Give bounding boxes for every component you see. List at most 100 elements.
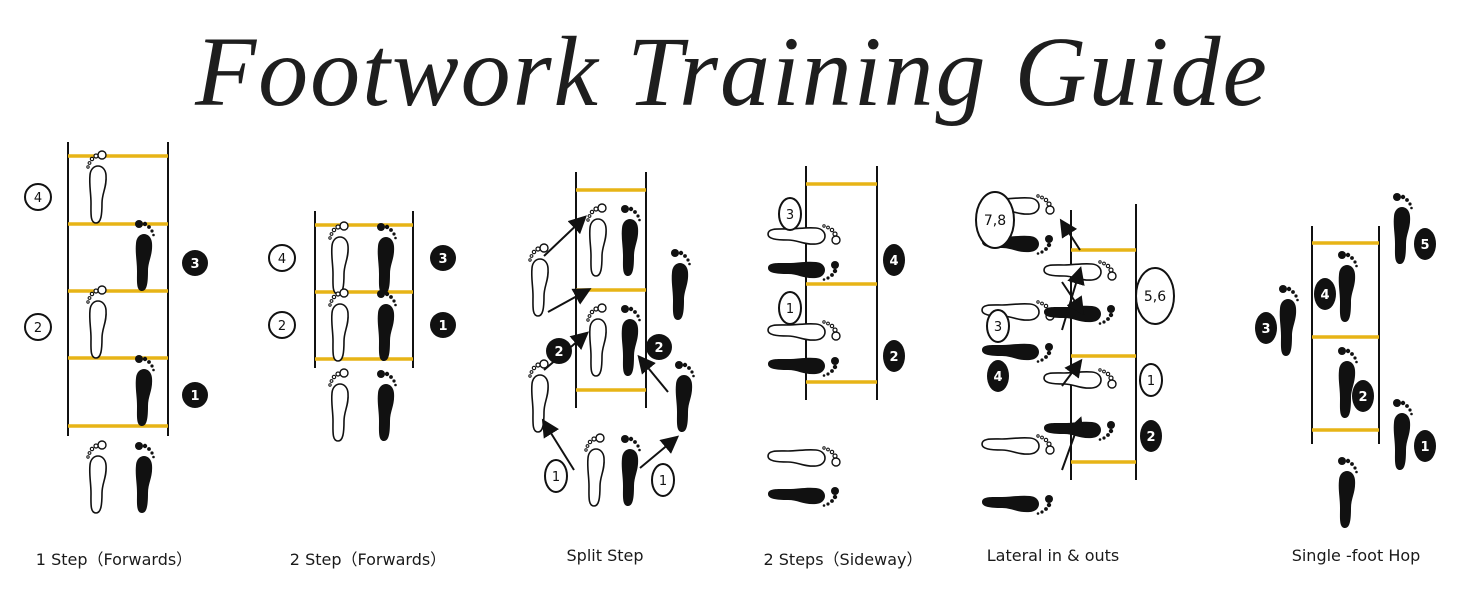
ladder-rungs [806, 182, 877, 384]
svg-text:2: 2 [1146, 430, 1155, 445]
step-badge-5: 5 [1414, 228, 1436, 260]
panel-split-step: 2 2 1 1 [527, 172, 695, 507]
svg-text:1: 1 [552, 470, 560, 485]
left-foot-icon [767, 319, 841, 341]
right-foot-icon [1393, 193, 1413, 264]
right-foot-icon [1393, 399, 1413, 470]
right-foot-icon [1279, 285, 1299, 356]
step-badge-2: 2 [646, 334, 672, 360]
right-foot-icon [135, 355, 155, 426]
svg-text:2: 2 [1358, 390, 1367, 405]
right-foot-icon [671, 249, 691, 320]
panel-2-step-forwards: 4 3 2 1 [268, 211, 456, 442]
svg-text:4: 4 [278, 252, 286, 267]
svg-text:4: 4 [34, 191, 42, 206]
left-foot-icon [527, 359, 549, 433]
ladder-rungs [1312, 241, 1379, 432]
svg-text:1: 1 [1420, 440, 1429, 455]
svg-text:1: 1 [1147, 374, 1155, 389]
left-foot-icon [327, 288, 349, 362]
step-badge-4: 4 [987, 360, 1009, 392]
caption-2-steps-sideway: 2 Steps（Sideway） [763, 550, 923, 569]
caption-lateral-in-outs: Lateral in & outs [986, 546, 1120, 565]
step-badge-3: 3 [430, 245, 456, 271]
left-foot-icon [585, 203, 607, 277]
caption-1-step-forwards: 1 Step（Forwards） [35, 550, 193, 569]
ladder-rungs [315, 223, 413, 361]
svg-text:3: 3 [190, 257, 199, 272]
svg-text:4: 4 [889, 254, 898, 269]
right-foot-icon [768, 261, 839, 281]
left-foot-icon [327, 221, 349, 295]
right-foot-icon [621, 205, 641, 276]
right-foot-icon [982, 343, 1053, 363]
step-badge-1: 1 [1139, 363, 1163, 397]
caption-2-step-forwards: 2 Step（Forwards） [289, 550, 447, 569]
step-badge-2: 2 [268, 311, 296, 339]
step-badge-2: 2 [1140, 420, 1162, 452]
step-badge-1: 1 [544, 459, 568, 493]
panel-lateral-in-outs: 7,8 5,6 3 4 1 2 [975, 191, 1175, 515]
step-badge-3: 3 [986, 309, 1010, 343]
right-foot-icon [1338, 251, 1358, 322]
svg-text:3: 3 [438, 252, 447, 267]
left-foot-icon [86, 440, 107, 514]
step-badge-3: 3 [182, 250, 208, 276]
step-badge-2: 2 [883, 340, 905, 372]
step-badge-4: 4 [883, 244, 905, 276]
svg-text:5,6: 5,6 [1144, 289, 1166, 305]
svg-text:2: 2 [889, 350, 898, 365]
left-foot-icon [981, 433, 1055, 455]
caption-split-step: Split Step [566, 546, 644, 565]
right-foot-icon [982, 495, 1053, 515]
step-badge-7-8: 7,8 [975, 191, 1015, 249]
step-badge-1: 1 [651, 463, 675, 497]
panel-single-foot-hop: 5 4 3 2 1 [1255, 193, 1436, 528]
svg-text:2: 2 [554, 345, 563, 360]
svg-text:7,8: 7,8 [984, 213, 1006, 229]
left-foot-icon [767, 224, 841, 245]
right-foot-icon [1338, 457, 1358, 528]
right-foot-icon [377, 370, 397, 441]
left-foot-icon [767, 445, 841, 467]
svg-text:2: 2 [654, 341, 663, 356]
step-badge-1: 1 [430, 312, 456, 338]
step-badge-4: 4 [268, 244, 296, 272]
ladder-rungs [1071, 248, 1136, 464]
movement-arrows [1059, 218, 1085, 471]
step-badge-1: 1 [778, 291, 802, 325]
right-foot-icon [377, 290, 397, 361]
svg-text:1: 1 [786, 302, 794, 317]
step-badge-4: 4 [24, 183, 52, 211]
step-badge-3: 3 [1255, 312, 1277, 344]
svg-text:1: 1 [190, 389, 199, 404]
step-badge-5-6: 5,6 [1135, 267, 1175, 325]
svg-text:3: 3 [994, 320, 1002, 335]
right-foot-icon [768, 487, 839, 507]
page-title: Footwork Training Guide [195, 16, 1269, 127]
right-foot-icon [1338, 347, 1358, 418]
panel-1-step-forwards: 4 3 2 1 [24, 142, 208, 514]
svg-text:3: 3 [786, 208, 794, 223]
step-badge-2: 2 [546, 338, 572, 364]
step-badge-2: 2 [24, 313, 52, 341]
step-badge-3: 3 [778, 197, 802, 231]
svg-text:4: 4 [1320, 288, 1329, 303]
step-badge-4: 4 [1314, 278, 1336, 310]
left-foot-icon [327, 368, 349, 442]
panel-2-steps-sideway: 3 4 1 2 [767, 166, 905, 507]
right-foot-icon [135, 442, 155, 513]
left-foot-icon [583, 433, 605, 507]
step-badge-1: 1 [182, 382, 208, 408]
right-foot-icon [621, 435, 641, 506]
left-foot-icon [585, 303, 607, 377]
step-badge-2: 2 [1352, 380, 1374, 412]
svg-text:1: 1 [659, 474, 667, 489]
svg-text:4: 4 [993, 370, 1002, 385]
caption-single-foot-hop: Single -foot Hop [1291, 546, 1421, 565]
right-foot-icon [135, 220, 155, 291]
step-badge-1: 1 [1414, 430, 1436, 462]
svg-text:2: 2 [34, 321, 42, 336]
ladder-rungs [68, 154, 168, 428]
